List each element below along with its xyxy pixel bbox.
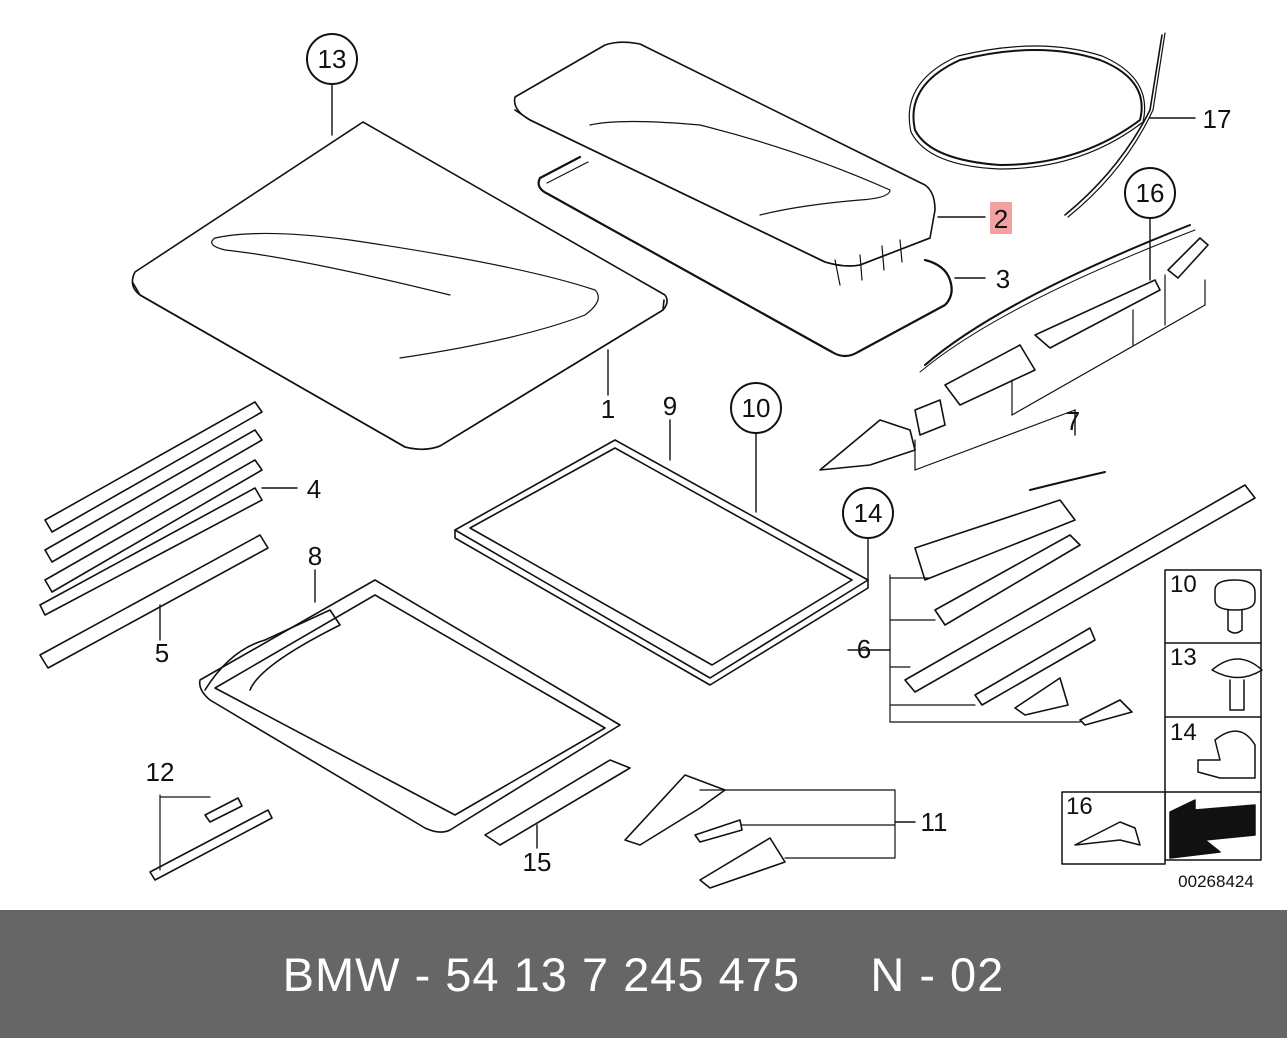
legend-label-10: 10 xyxy=(1170,571,1197,598)
callout-11: 11 xyxy=(921,807,948,837)
callout-1: 1 xyxy=(601,394,615,424)
callout-10: 10 xyxy=(742,393,771,423)
part-17-cable xyxy=(908,32,1166,218)
diagram-reference-number: 00268424 xyxy=(1178,872,1254,891)
part-9-frame xyxy=(454,439,869,686)
part-6-guide-rails xyxy=(904,484,1256,726)
callout-4: 4 xyxy=(307,474,321,504)
part-1-glass-lid xyxy=(131,121,668,451)
callout-15: 15 xyxy=(523,847,552,877)
part-number-footer: BMW - 54 13 7 245 475 N - 02 xyxy=(0,910,1287,1038)
callout-9: 9 xyxy=(663,391,677,421)
callout-8: 8 xyxy=(308,541,322,571)
legend-label-14: 14 xyxy=(1170,719,1197,746)
part-4-deflector xyxy=(39,401,263,616)
part-16-drive-cable xyxy=(924,224,1191,366)
part-11-brackets xyxy=(624,774,786,889)
callout-17: 17 xyxy=(1203,104,1232,134)
hardware-legend xyxy=(1061,569,1263,865)
part-15-bracket xyxy=(484,759,631,846)
exploded-parts-diagram: 13 1 2 3 4 5 6 7 8 9 10 11 12 14 15 16 1… xyxy=(39,32,1263,891)
callout-12: 12 xyxy=(146,757,175,787)
part-8-sunblind xyxy=(198,579,621,833)
callout-13: 13 xyxy=(318,44,347,74)
callout-6: 6 xyxy=(857,634,871,664)
part-3-seal xyxy=(537,155,953,358)
callout-16: 16 xyxy=(1136,178,1165,208)
part-12-clips xyxy=(149,797,273,881)
callout-2: 2 xyxy=(994,204,1008,234)
part-7-guide-assembly xyxy=(819,237,1209,471)
callout-3: 3 xyxy=(996,264,1010,294)
part-5-rail xyxy=(39,534,269,669)
callout-7: 7 xyxy=(1066,406,1080,436)
part-number-text: BMW - 54 13 7 245 475 N - 02 xyxy=(282,947,1005,1001)
legend-label-16: 16 xyxy=(1066,793,1093,820)
callout-14: 14 xyxy=(854,498,883,528)
callout-5: 5 xyxy=(155,638,169,668)
legend-label-13: 13 xyxy=(1170,644,1197,671)
part-2-glass-panel xyxy=(513,41,936,286)
